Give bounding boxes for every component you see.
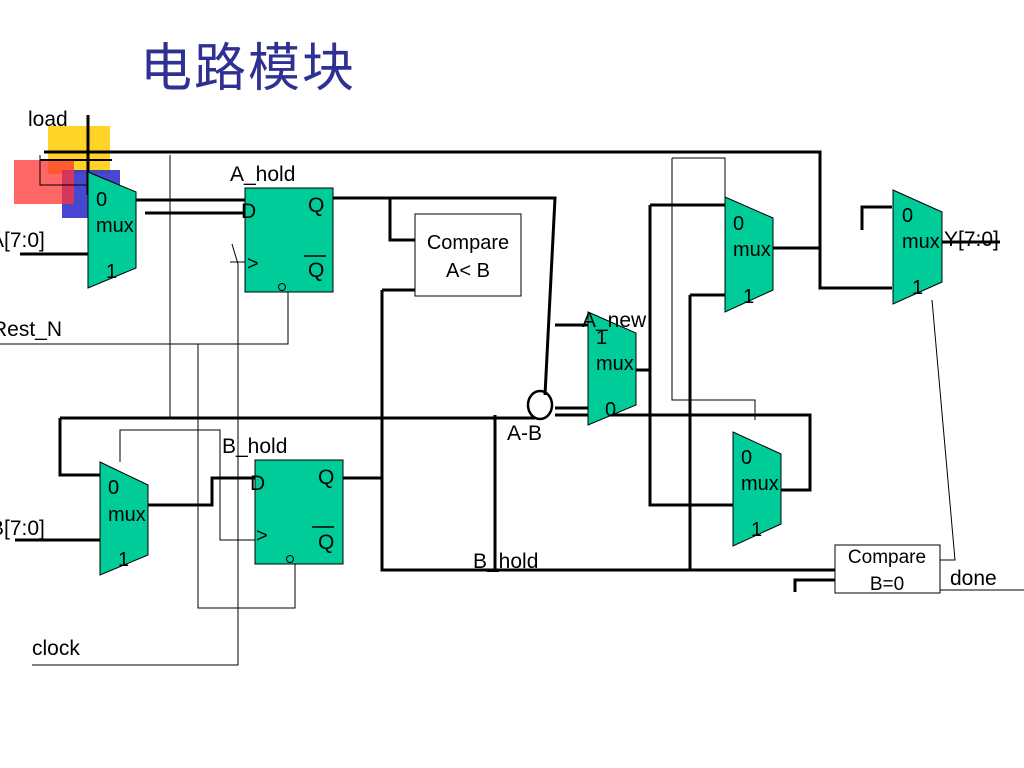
- mux-output-bottom: 1: [912, 277, 923, 299]
- mux-a-input-label: mux: [96, 215, 134, 237]
- mux-b-input-bottom: 1: [118, 549, 129, 571]
- signal-b-hold-wire: B_hold: [473, 550, 538, 573]
- signal-y-out: Y[7:0]: [944, 228, 999, 251]
- mux-output-top: 0: [902, 205, 913, 227]
- mux-a-select: 0 mux 1: [724, 196, 774, 313]
- comparator-a-lt-b: Compare A< B: [414, 213, 522, 297]
- mux-a-input-bottom: 1: [106, 261, 117, 283]
- register-a-hold-qbar: Q: [308, 259, 324, 282]
- mux-b-select: 0 mux 1: [732, 431, 782, 547]
- register-a-hold-name: A_hold: [230, 163, 295, 186]
- mux-b-input: 0 mux 1: [99, 461, 149, 576]
- mux-a-select-bottom: 1: [743, 286, 754, 308]
- slide-title: 电路模块: [140, 39, 357, 99]
- register-b-hold-clk: >: [256, 525, 268, 547]
- register-b-hold-q: Q: [318, 466, 334, 489]
- signal-load: load: [28, 108, 68, 131]
- signal-rest-n: Rest_N: [0, 318, 62, 341]
- signal-a-in: A[7:0]: [0, 229, 45, 252]
- comparator-b-eq-0-line2: B=0: [870, 574, 904, 595]
- mux-subtract-label: mux: [596, 353, 634, 375]
- thick-wires: [15, 150, 1000, 592]
- register-b-hold-d: D: [250, 472, 265, 495]
- mux-output: 0 mux 1: [892, 189, 943, 305]
- comparator-a-lt-b-line2: A< B: [446, 260, 490, 282]
- signal-clock: clock: [32, 637, 80, 660]
- comparator-b-eq-0: Compare B=0: [834, 544, 941, 595]
- mux-a-select-top: 0: [733, 213, 744, 235]
- thin-wires: [0, 155, 1024, 666]
- register-a-hold-q: Q: [308, 194, 324, 217]
- register-b-hold-name: B_hold: [222, 435, 287, 458]
- signal-a-minus-b: A-B: [507, 422, 542, 445]
- mux-b-select-top: 0: [741, 447, 752, 469]
- signal-b-in: B[7:0]: [0, 517, 45, 540]
- signal-a-new: A_new: [582, 309, 647, 332]
- comparator-b-eq-0-line1: Compare: [848, 547, 926, 568]
- register-b-hold-qbar: Q: [318, 531, 334, 554]
- mux-a-select-label: mux: [733, 239, 771, 261]
- mux-b-select-bottom: 1: [751, 519, 762, 541]
- register-a-hold-d: D: [241, 200, 256, 223]
- register-a-hold-clk: >: [247, 253, 259, 275]
- decorative-squares: [14, 115, 120, 218]
- mux-subtract: 1 mux 0: [587, 311, 637, 426]
- mux-output-label: mux: [902, 231, 940, 253]
- comparator-a-lt-b-line1: Compare: [427, 232, 509, 254]
- signal-done: done: [950, 567, 997, 590]
- mux-subtract-bottom: 0: [605, 399, 616, 421]
- mux-b-select-label: mux: [741, 473, 779, 495]
- register-b-hold: B_hold D Q > Q: [222, 435, 344, 565]
- subtractor-node: [526, 389, 554, 421]
- mux-b-input-label: mux: [108, 504, 146, 526]
- mux-a-input-top: 0: [96, 189, 107, 211]
- mux-b-input-top: 0: [108, 477, 119, 499]
- register-a-hold: A_hold D Q > Q: [230, 163, 334, 293]
- mux-a-input: 0 mux 1: [87, 171, 137, 289]
- mux-subtract-top: 1: [596, 327, 607, 349]
